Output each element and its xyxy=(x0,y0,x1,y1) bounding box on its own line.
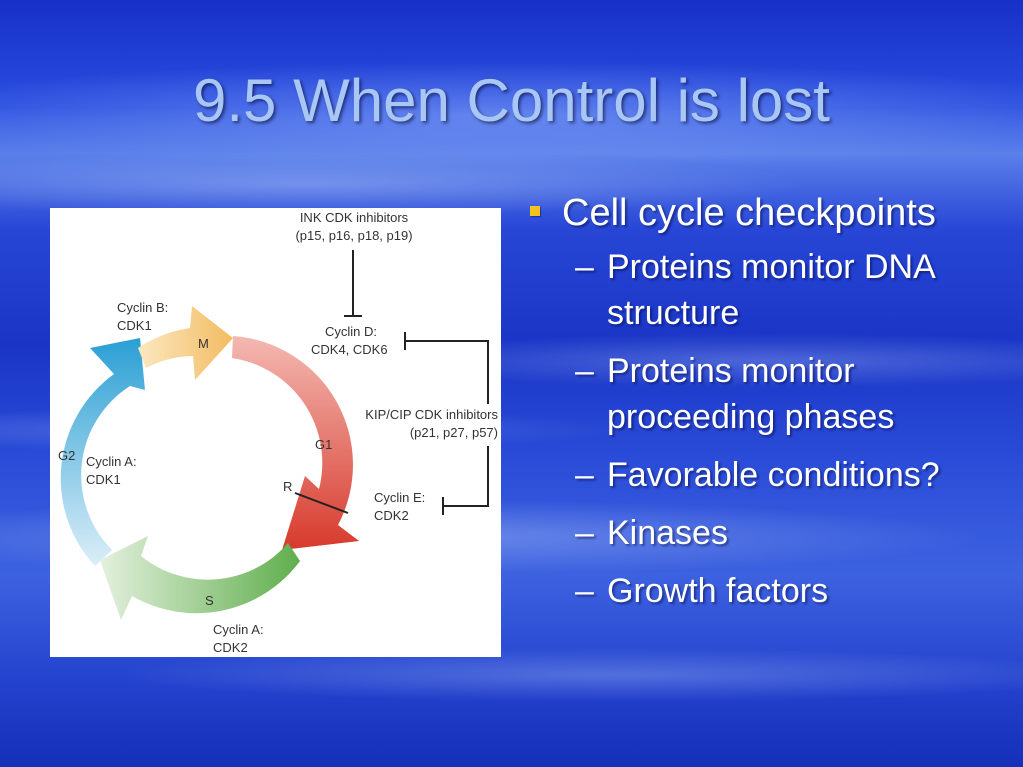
sub-bullet-text: Kinases xyxy=(607,514,728,552)
cyclin-d-label-line2: CDK4, CDK6 xyxy=(311,342,388,357)
square-bullet-icon xyxy=(530,206,540,216)
sub-bullet-text: Favorable conditions? xyxy=(607,456,940,494)
kip-label-line1: KIP/CIP CDK inhibitors xyxy=(365,407,498,422)
restriction-label: R xyxy=(283,479,292,494)
cyclin-b-label-line1: Cyclin B: xyxy=(117,300,168,315)
sub-bullet: – Favorable conditions? xyxy=(525,452,995,498)
bullet-list: Cell cycle checkpoints – Proteins monito… xyxy=(525,186,995,626)
cyclin-e-label-line1: Cyclin E: xyxy=(374,490,425,505)
cyclin-a2-label-line1: Cyclin A: xyxy=(213,622,264,637)
m-phase-label: M xyxy=(198,336,209,351)
g1-phase-arrow xyxy=(232,336,359,550)
sub-bullet: – Proteins monitor proceeding phases xyxy=(525,348,995,440)
sub-bullet: – Growth factors xyxy=(525,568,995,614)
sub-bullet-list: – Proteins monitor DNA structure – Prote… xyxy=(525,244,995,614)
cyclin-e-label-line2: CDK2 xyxy=(374,508,409,523)
cell-cycle-diagram: INK CDK inhibitors (p15, p16, p18, p19) … xyxy=(50,208,501,657)
sub-bullet: – Proteins monitor DNA structure xyxy=(525,244,995,336)
dash-bullet-icon: – xyxy=(575,572,594,610)
kip-label-line2: (p21, p27, p57) xyxy=(410,425,498,440)
dash-bullet-icon: – xyxy=(575,352,594,390)
bullet-main: Cell cycle checkpoints xyxy=(525,186,995,240)
s-phase-label: S xyxy=(205,593,214,608)
bullet-main-text: Cell cycle checkpoints xyxy=(562,192,936,234)
kip-inhibitor-to-cyclin-e xyxy=(443,446,489,507)
cyclin-a1-label-line2: CDK1 xyxy=(86,472,121,487)
ink-label-line2: (p15, p16, p18, p19) xyxy=(295,228,412,243)
g2-phase-label: G2 xyxy=(58,448,75,463)
dash-bullet-icon: – xyxy=(575,514,594,552)
cyclin-b-label-line2: CDK1 xyxy=(117,318,152,333)
restriction-point-line xyxy=(294,492,349,514)
sub-bullet-text: Proteins monitor proceeding phases xyxy=(607,352,895,436)
sub-bullet-text: Growth factors xyxy=(607,572,829,610)
sub-bullet-text: Proteins monitor DNA structure xyxy=(607,248,934,332)
g1-phase-label: G1 xyxy=(315,437,332,452)
ink-label-line1: INK CDK inhibitors xyxy=(300,210,409,225)
dash-bullet-icon: – xyxy=(575,456,594,494)
g2-phase-arrow xyxy=(60,338,145,566)
dash-bullet-icon: – xyxy=(575,248,594,286)
s-phase-arrow xyxy=(100,536,300,620)
cyclin-a1-label-line1: Cyclin A: xyxy=(86,454,137,469)
cyclin-d-label-line1: Cyclin D: xyxy=(325,324,377,339)
sub-bullet: – Kinases xyxy=(525,510,995,556)
m-phase-arrow xyxy=(138,306,233,380)
slide-title: 9.5 When Control is lost xyxy=(193,67,830,134)
kip-inhibitor-to-cyclin-d xyxy=(405,340,489,404)
cyclin-a2-label-line2: CDK2 xyxy=(213,640,248,655)
